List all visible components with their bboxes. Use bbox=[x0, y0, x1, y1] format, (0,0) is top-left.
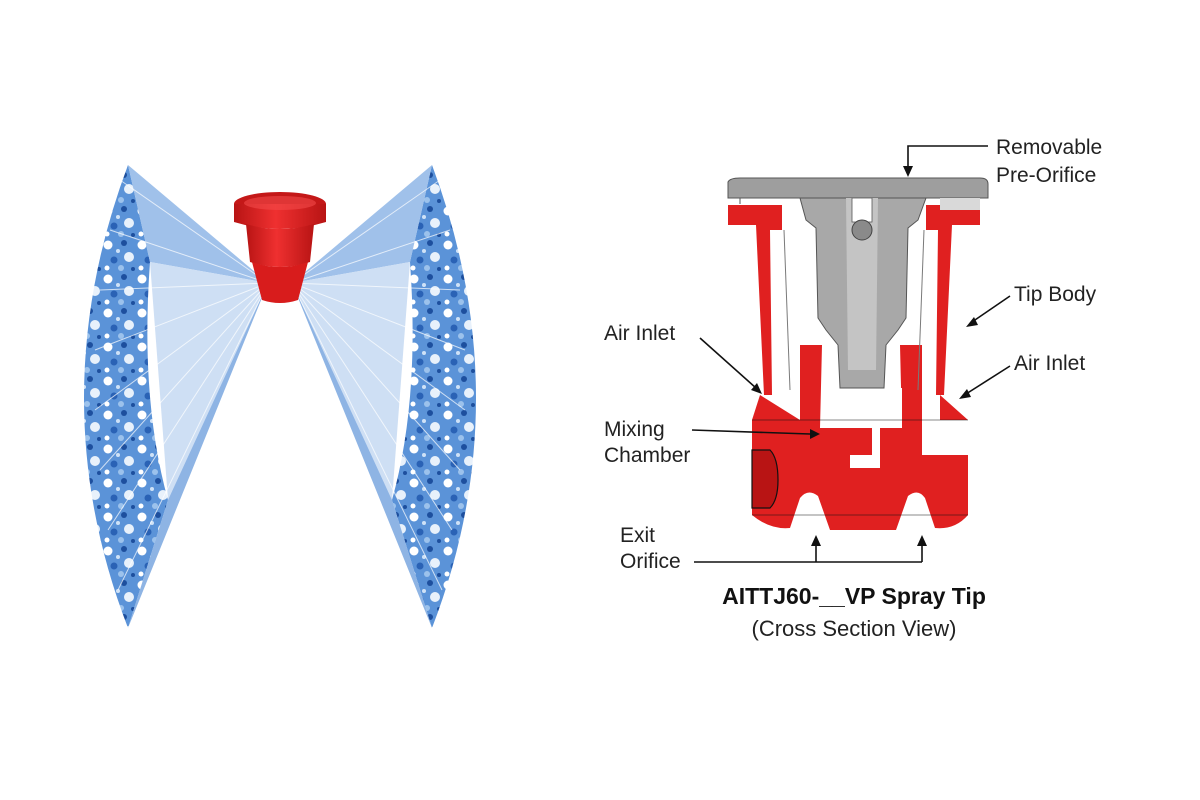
right-spray-lobe bbox=[292, 165, 476, 628]
spray-fan-illustration bbox=[84, 165, 476, 628]
callout-mixing-chamber: Mixing Chamber bbox=[604, 418, 820, 467]
callout-removable-pre-orifice: Removable Pre-Orifice bbox=[903, 136, 1102, 187]
callout-removable-line1: Removable bbox=[996, 136, 1102, 159]
callout-air-inlet-left: Air Inlet bbox=[604, 322, 762, 394]
wall-hatching bbox=[783, 229, 925, 391]
pre-orifice-insert bbox=[727, 177, 989, 389]
figure-caption: AITTJ60-__VP Spray Tip (Cross Section Vi… bbox=[722, 583, 986, 641]
callout-air-inlet-left-label: Air Inlet bbox=[604, 322, 675, 345]
cross-section-diagram bbox=[727, 177, 989, 530]
callout-air-inlet-right-label: Air Inlet bbox=[1014, 352, 1085, 375]
callout-tip-body-label: Tip Body bbox=[1014, 283, 1097, 306]
callout-exit-label: Exit bbox=[620, 524, 655, 547]
callout-chamber-label: Chamber bbox=[604, 444, 690, 467]
left-spray-lobe bbox=[84, 165, 268, 628]
callout-exit-orifice: Exit Orifice bbox=[620, 524, 927, 573]
callout-mixing-label: Mixing bbox=[604, 418, 665, 441]
caption-title: AITTJ60-__VP Spray Tip bbox=[722, 583, 986, 609]
caption-subtitle: (Cross Section View) bbox=[752, 616, 957, 641]
nozzle-icon bbox=[234, 192, 326, 303]
callout-pre-orifice-line2: Pre-Orifice bbox=[996, 164, 1096, 187]
callout-tip-body: Tip Body bbox=[966, 283, 1097, 327]
tip-body-section bbox=[728, 205, 980, 530]
callout-air-inlet-right: Air Inlet bbox=[959, 352, 1085, 399]
callout-orifice-label: Orifice bbox=[620, 550, 681, 573]
